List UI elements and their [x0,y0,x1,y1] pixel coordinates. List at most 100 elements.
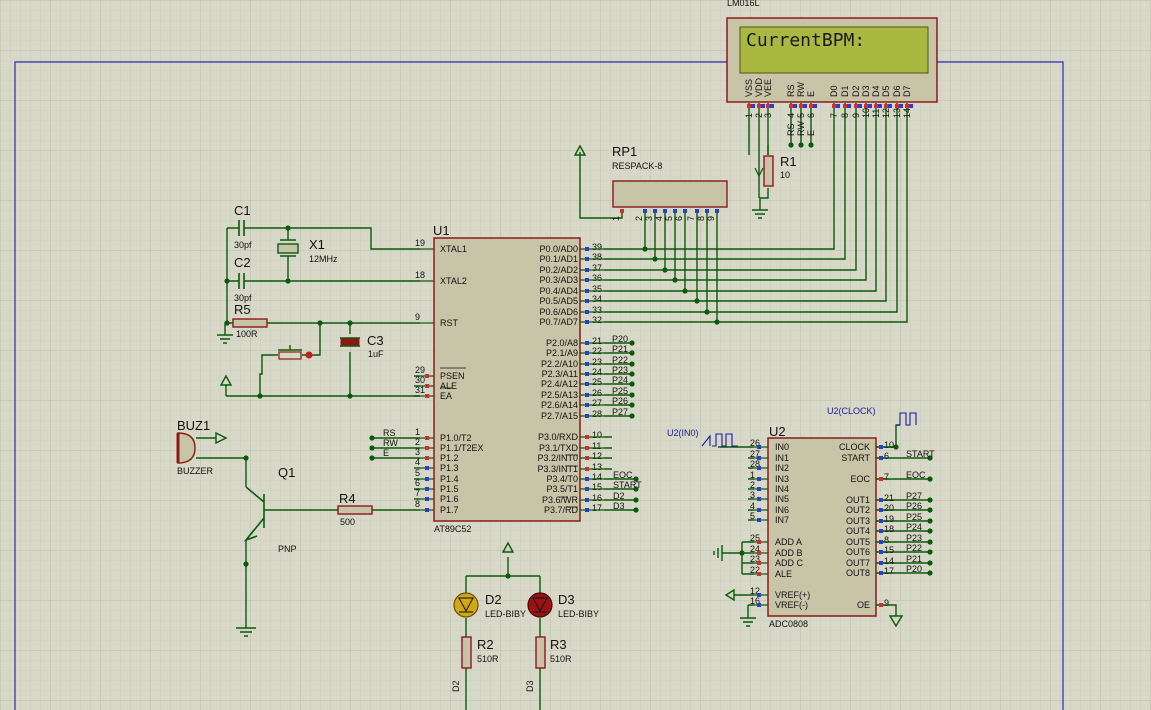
pin-marker [757,477,761,481]
lcd-pin-number: 9 [851,113,861,118]
u2-pin-number: 15 [884,545,894,555]
rp1-pin-number: 5 [664,216,674,221]
lcd-pin-number: 1 [744,113,754,118]
resistor-r3[interactable]: R3 510R [535,636,572,669]
u1-pin-name: P0.5/AD5 [539,296,578,306]
u1-pin-number: 18 [415,270,425,280]
u1-pin-name: P1.6 [440,494,459,504]
u1-pin-number: 1 [415,427,420,437]
resistor-r5[interactable]: R5 100R [232,302,268,339]
ground-icon [236,627,256,637]
pin-marker [888,104,892,108]
u1-pin-name: P1.4 [440,474,459,484]
pin-marker [858,104,862,108]
pin-marker [879,550,883,554]
net-label: P22 [906,543,922,553]
c1-ref: C1 [234,203,251,218]
pin-marker [879,508,883,512]
rp1-pin-number: 2 [634,216,644,221]
pin-marker [793,104,797,108]
c3-value: 1uF [368,349,384,359]
lcd-pin-name: D3 [861,85,871,97]
vcc-arrow-icon [219,374,233,386]
pin-marker [425,374,429,378]
led-d3[interactable]: D3 LED-BIBY [527,592,599,619]
u2-pin-name: EOC [850,474,870,484]
net-label: EOC [613,470,633,480]
u1-pin-name: RST [440,318,459,328]
net-label: RS [383,428,396,438]
capacitor-c3[interactable]: C3 1uF [340,333,384,359]
lcd-pin-number: 13 [892,108,902,118]
r1-ref: R1 [780,154,797,169]
d2-ref: D2 [485,592,502,607]
u1-pin-number: 9 [415,312,420,322]
mcu-u1[interactable]: U1 AT89C52 19XTAL118XTAL29RST29PSEN30ALE… [383,223,642,534]
r2-ref: R2 [477,637,494,652]
pin-marker [585,257,589,261]
net-label: P20 [612,334,628,344]
u2-pin-number: 2 [750,480,755,490]
u2-pin-number: 19 [884,514,894,524]
resistor-r4[interactable]: R4 500 [337,491,373,527]
lcd-pin-number: 10 [861,108,871,118]
lcd-pin-number: 5 [796,113,806,118]
pin-marker [585,278,589,282]
lcd-module[interactable]: LM016L CurrentBPM: VSS1VDD2VEE3RS4RW5E6D… [726,0,938,136]
net-label: P25 [906,512,922,522]
u2-pin-name: IN3 [775,474,789,484]
pin-marker [425,477,429,481]
capacitor-c1[interactable]: C1 30pf [233,203,252,250]
transistor-q1[interactable]: Q1 PNP [243,465,297,554]
net-label: D2 [613,491,625,501]
u2-pin-number: 28 [750,459,760,469]
pin-marker [761,104,765,108]
pin-marker [757,572,761,576]
net-label: P21 [906,554,922,564]
pin-marker [879,571,883,575]
u2-pin-number: 25 [750,533,760,543]
capacitor-c2[interactable]: C2 30pf [233,255,252,303]
u1-pin-number: 34 [592,294,602,304]
resistor-r1[interactable]: R1 10 [752,154,797,219]
u2-pin-name: OE [857,600,870,610]
pin-marker [864,104,868,108]
ground-icon [217,334,233,344]
d3-ref: D3 [558,592,575,607]
u1-pin-number: 4 [415,457,420,467]
u1-pin-number: 38 [592,252,602,262]
r4-ref: R4 [339,491,356,506]
u1-pin-name: P3.5/T1 [546,484,578,494]
reset-button[interactable] [274,345,313,360]
pin-marker [905,104,909,108]
crystal-x1[interactable]: X1 12MHz [277,237,338,264]
u2-pin-number: 1 [750,470,755,480]
pin-marker [879,498,883,502]
pin-marker [585,268,589,272]
u2-pin-number: 18 [884,524,894,534]
pin-marker [874,104,878,108]
u1-pin-name: P2.6/A14 [541,400,578,410]
lcd-pin-name: D5 [881,85,891,97]
u2-pin-name: IN6 [775,505,789,515]
lcd-pin-name: RS [786,84,796,97]
buzzer-buz1[interactable]: BUZ1 BUZZER [176,418,228,476]
u2-pin-name: OUT3 [846,516,870,526]
resistor-r2[interactable]: R2 510R [461,636,499,669]
u2-pin-number: 9 [884,598,889,608]
net-label: P20 [906,564,922,574]
pin-marker [585,299,589,303]
pin-marker [425,394,429,398]
u2-pin-name: ALE [775,569,792,579]
net-label: START [613,480,642,490]
u1-pin-number: 3 [415,447,420,457]
pin-marker [425,497,429,501]
net-label: EOC [906,470,926,480]
u2-pin-number: 8 [884,535,889,545]
led-d2[interactable]: D2 LED-BIBY [453,592,526,619]
u1-pin-name: P2.4/A12 [541,379,578,389]
pin-marker [695,209,699,213]
